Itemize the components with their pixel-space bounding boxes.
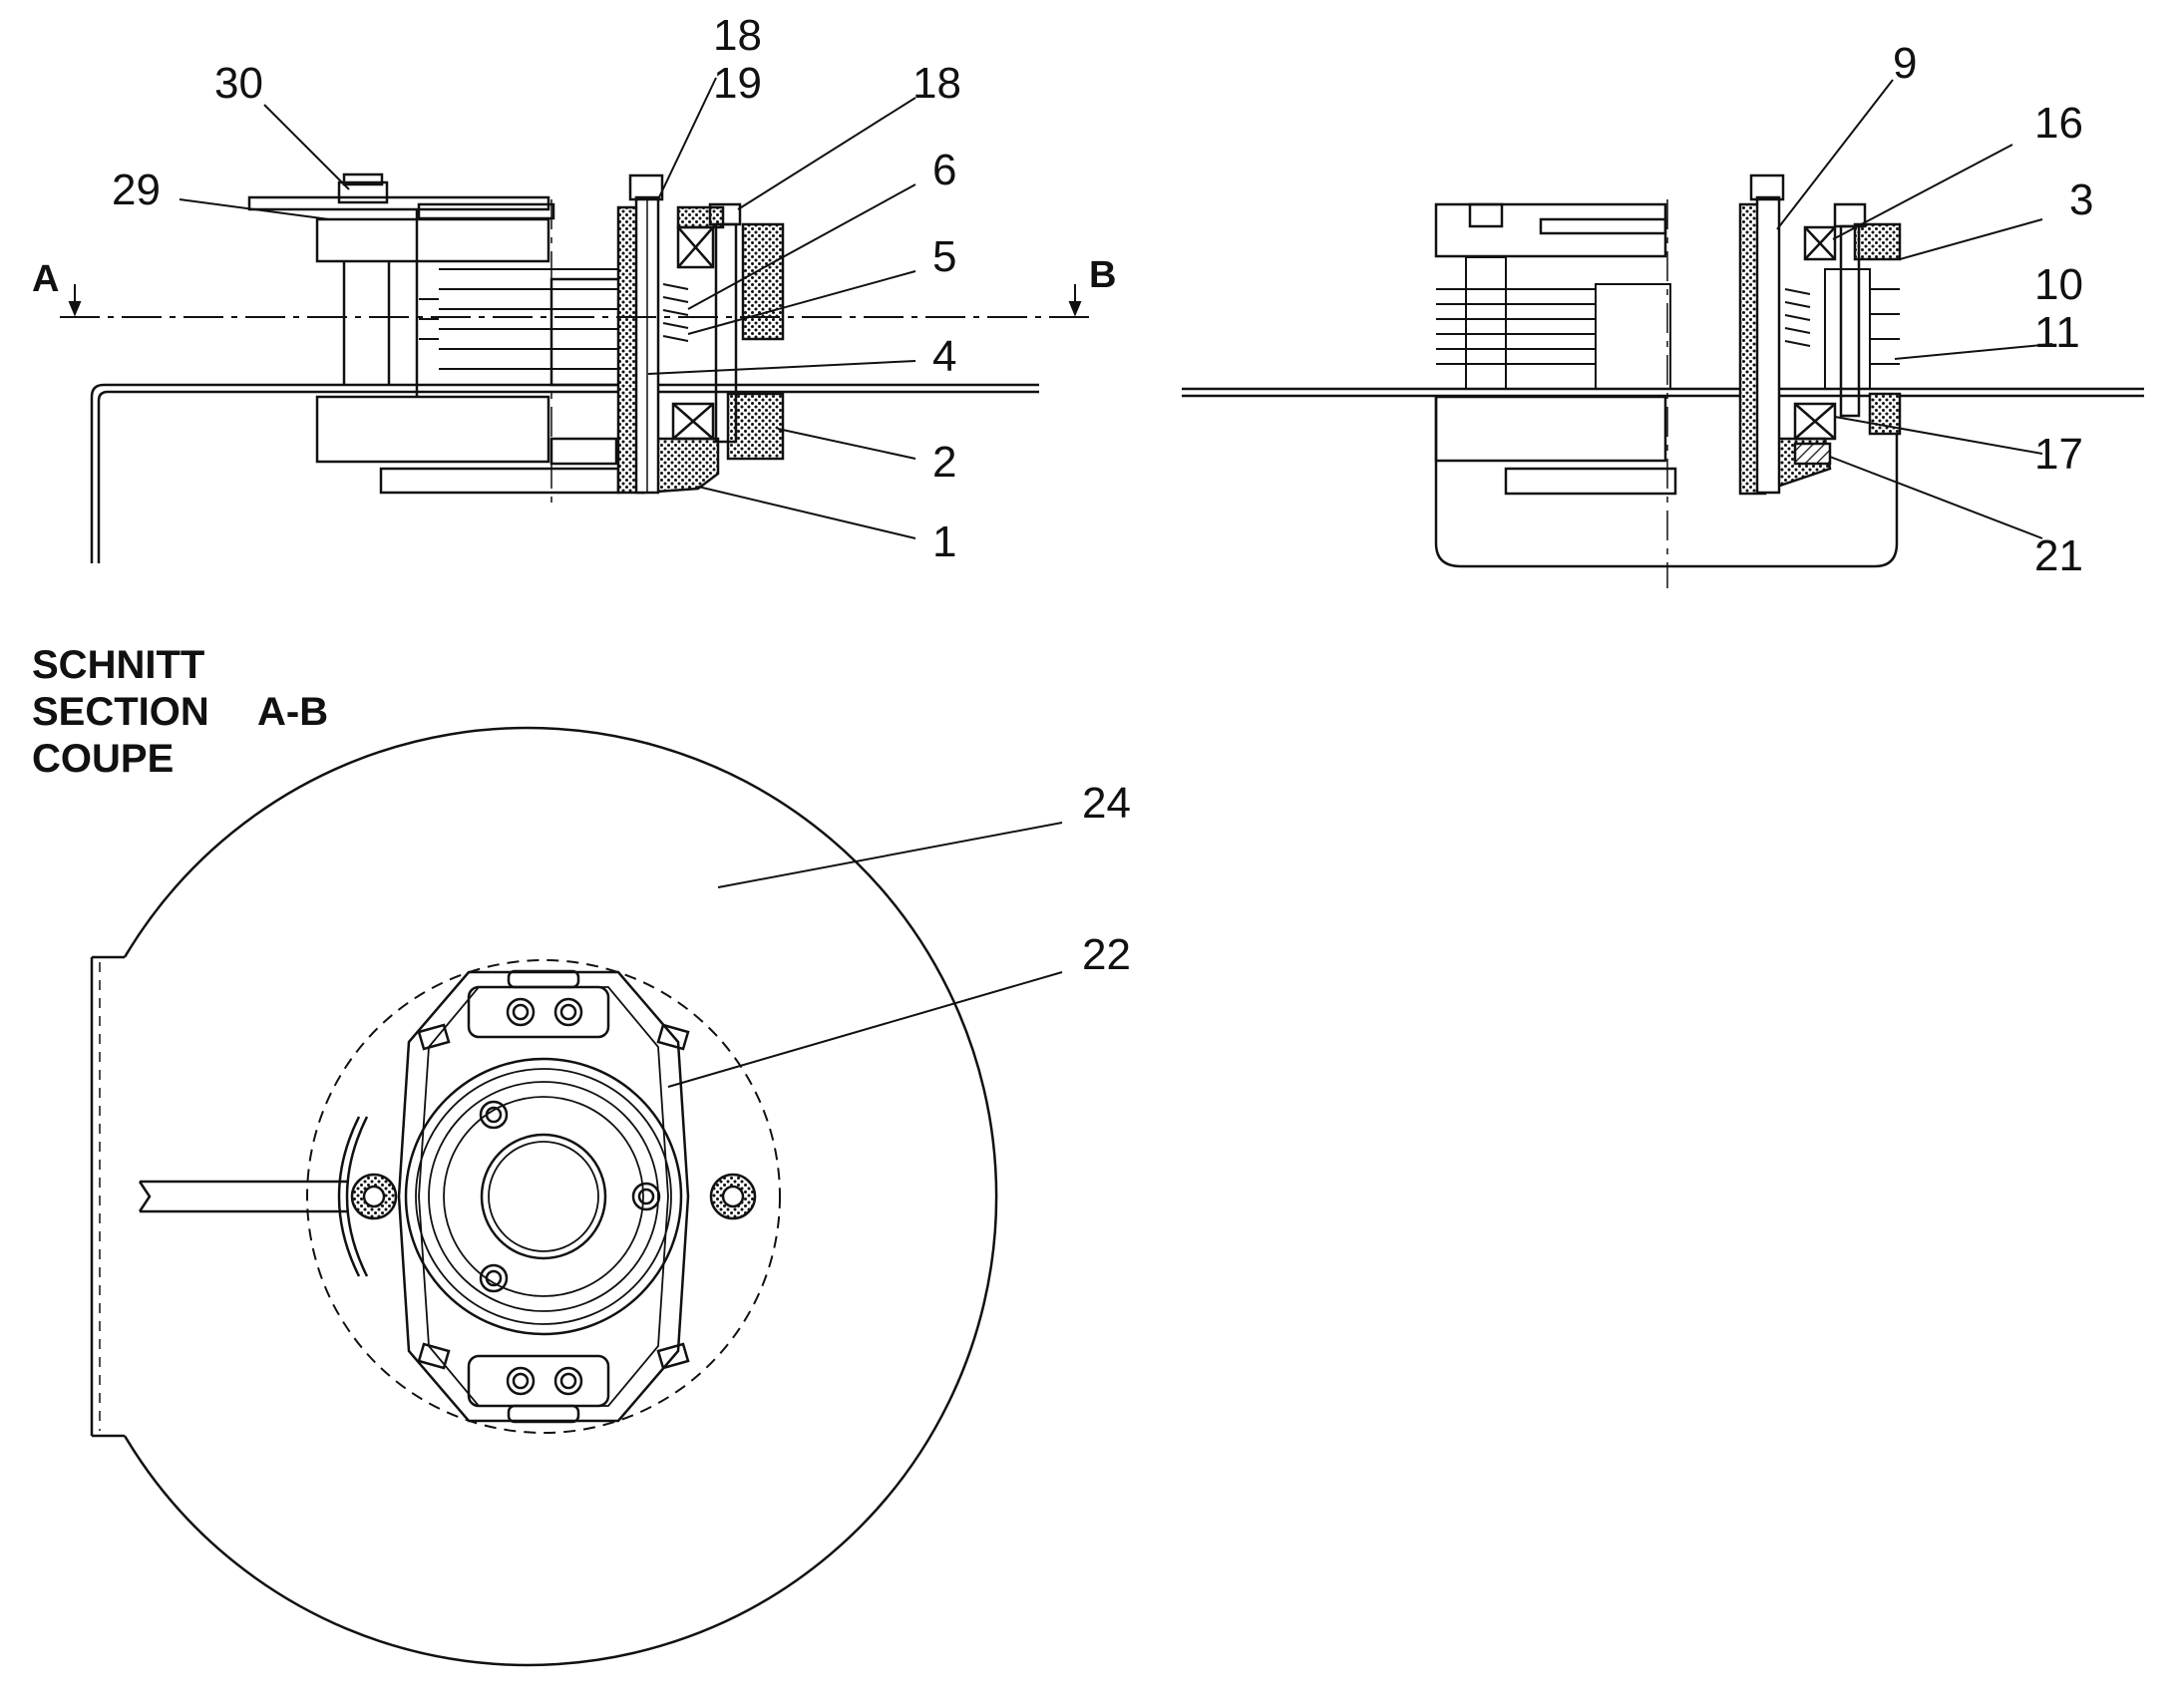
callout-16: 16 <box>2034 99 2083 148</box>
callout-30: 30 <box>214 59 263 108</box>
connecting-bar <box>138 1180 349 1213</box>
coil-spring <box>662 283 689 342</box>
callout-18-top: 18 <box>713 11 762 60</box>
bolt-head-left <box>628 173 664 201</box>
callout-4: 4 <box>932 332 956 381</box>
callout-24: 24 <box>1082 779 1131 828</box>
bolt-shaft-right <box>714 222 738 444</box>
bottom-bolt-block <box>467 1354 610 1408</box>
callout-22: 22 <box>1082 930 1131 979</box>
top-bar <box>417 202 555 220</box>
callout-10: 10 <box>2034 260 2083 309</box>
octagonal-holder <box>397 970 690 1423</box>
left-side-view <box>90 172 1039 563</box>
mounting-bracket-inner <box>97 390 1039 563</box>
leader-lines <box>179 77 2053 1088</box>
right-side-view <box>1182 173 2144 588</box>
callout-6: 6 <box>932 146 956 194</box>
contact-springs <box>419 268 628 370</box>
callout-1: 1 <box>932 517 956 566</box>
callouts-right: 9 16 3 10 11 17 21 <box>1893 39 2093 580</box>
clamp-nut <box>337 180 389 204</box>
lower-housing <box>315 395 550 464</box>
cut-label-start: A <box>32 258 59 300</box>
bearing-top <box>676 225 715 269</box>
top-plate-right <box>1539 217 1667 235</box>
disc-outline <box>123 726 998 1667</box>
contact-springs-right <box>1436 256 1900 390</box>
callout-9: 9 <box>1893 39 1917 88</box>
callouts-left: 18 19 18 30 29 6 5 4 2 1 <box>112 11 961 566</box>
callout-21: 21 <box>2034 531 2083 580</box>
cut-line <box>60 284 1092 318</box>
section-title-block: SCHNITT SECTION COUPE A-B <box>32 643 328 781</box>
section-view <box>90 726 998 1667</box>
callouts-section: 24 22 <box>1082 779 1131 979</box>
callout-2: 2 <box>932 438 956 487</box>
callout-17: 17 <box>2034 430 2083 479</box>
section-title-schnitt: SCHNITT <box>32 643 204 687</box>
bottom-plate-right <box>1504 467 1677 496</box>
callout-19: 19 <box>713 59 762 108</box>
callout-3: 3 <box>2069 175 2093 224</box>
section-title-coupe: COUPE <box>32 737 174 781</box>
cut-label-end: B <box>1089 254 1116 296</box>
hub-bore <box>480 1133 607 1260</box>
callout-18: 18 <box>912 59 961 108</box>
bearing-bottom <box>671 402 715 441</box>
callout-29: 29 <box>112 166 161 214</box>
top-bolt-block <box>467 985 610 1039</box>
outer-ring <box>404 1057 683 1336</box>
mounting-bracket <box>90 383 1039 563</box>
pitch-circle <box>306 959 781 1434</box>
callout-5: 5 <box>932 232 956 281</box>
bottom-plate <box>379 467 620 495</box>
insulator-right-top <box>741 222 785 341</box>
section-title-section: SECTION <box>32 690 209 734</box>
callout-11: 11 <box>2034 308 2080 357</box>
section-cut-name: A-B <box>257 690 328 734</box>
upper-housing <box>315 217 550 263</box>
